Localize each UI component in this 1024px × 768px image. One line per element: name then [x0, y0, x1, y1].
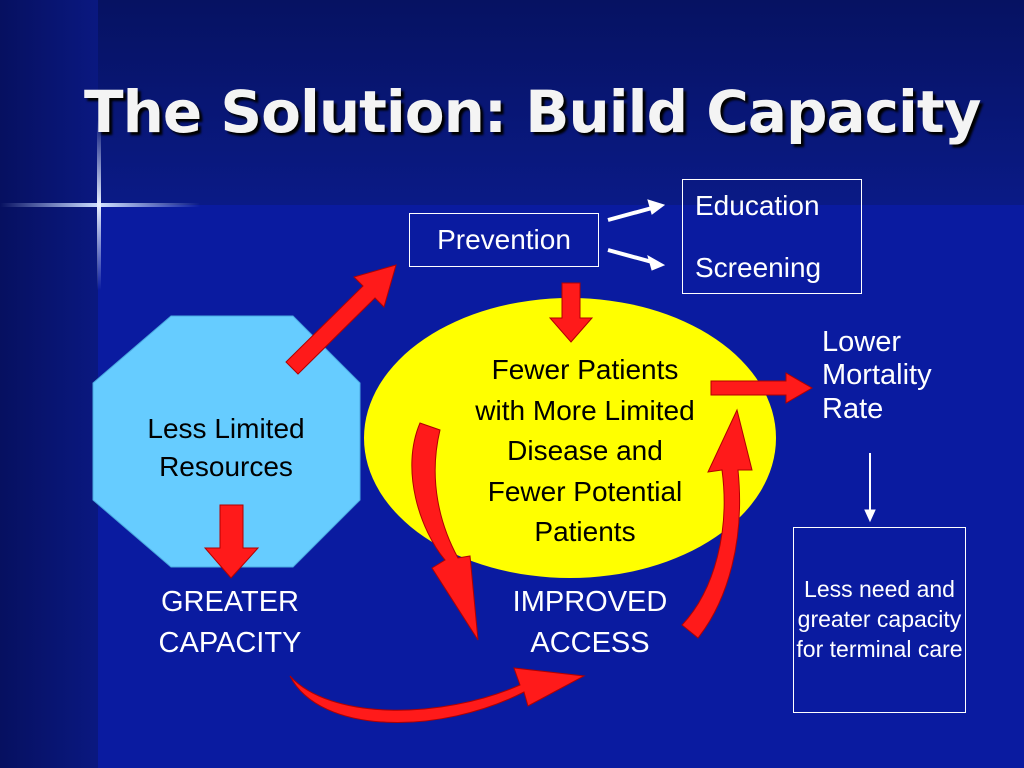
arrow-resources-to-prevention-shape: [285, 264, 397, 375]
sparkle-decoration-vertical: [97, 120, 101, 290]
terminal-care-label: Less need and greater capacity for termi…: [796, 576, 963, 662]
greater-capacity-label: GREATER CAPACITY: [158, 586, 302, 659]
screening-label: Screening: [695, 252, 822, 283]
arrow-mortality-to-terminal-care: [864, 453, 876, 523]
arrow-prevention-to-education: [607, 199, 666, 222]
arrow-ellipse-to-mortality: [710, 372, 814, 404]
arrow-resources-to-capacity: [203, 504, 260, 579]
background-left-band: [0, 0, 98, 768]
prevention-label: Prevention: [437, 224, 571, 255]
improved-access-label: IMPROVED ACCESS: [512, 586, 668, 659]
prevention-box: Prevention: [409, 213, 599, 267]
fewer-patients-label: Fewer Patients with More Limited Disease…: [475, 354, 695, 548]
arrow-prevention-to-screening: [607, 248, 666, 271]
curved-arrow-ellipse-right: [681, 408, 753, 639]
fewer-patients-ellipse: [364, 298, 776, 578]
background-top-band: [0, 0, 1024, 205]
curved-arrow-ellipse-left: [411, 422, 479, 641]
arrow-prevention-to-ellipse: [548, 282, 594, 343]
less-limited-resources-label: Less Limited Resources: [147, 413, 305, 482]
lower-mortality-label: Lower Mortality Rate: [822, 326, 932, 425]
slide-title: The Solution: Build Capacity: [84, 78, 981, 146]
education-label: Education: [695, 190, 820, 221]
curved-arrow-capacity-to-access: [289, 667, 586, 723]
education-screening-box: Education Screening: [682, 179, 862, 294]
terminal-care-box: Less need and greater capacity for termi…: [793, 527, 966, 713]
